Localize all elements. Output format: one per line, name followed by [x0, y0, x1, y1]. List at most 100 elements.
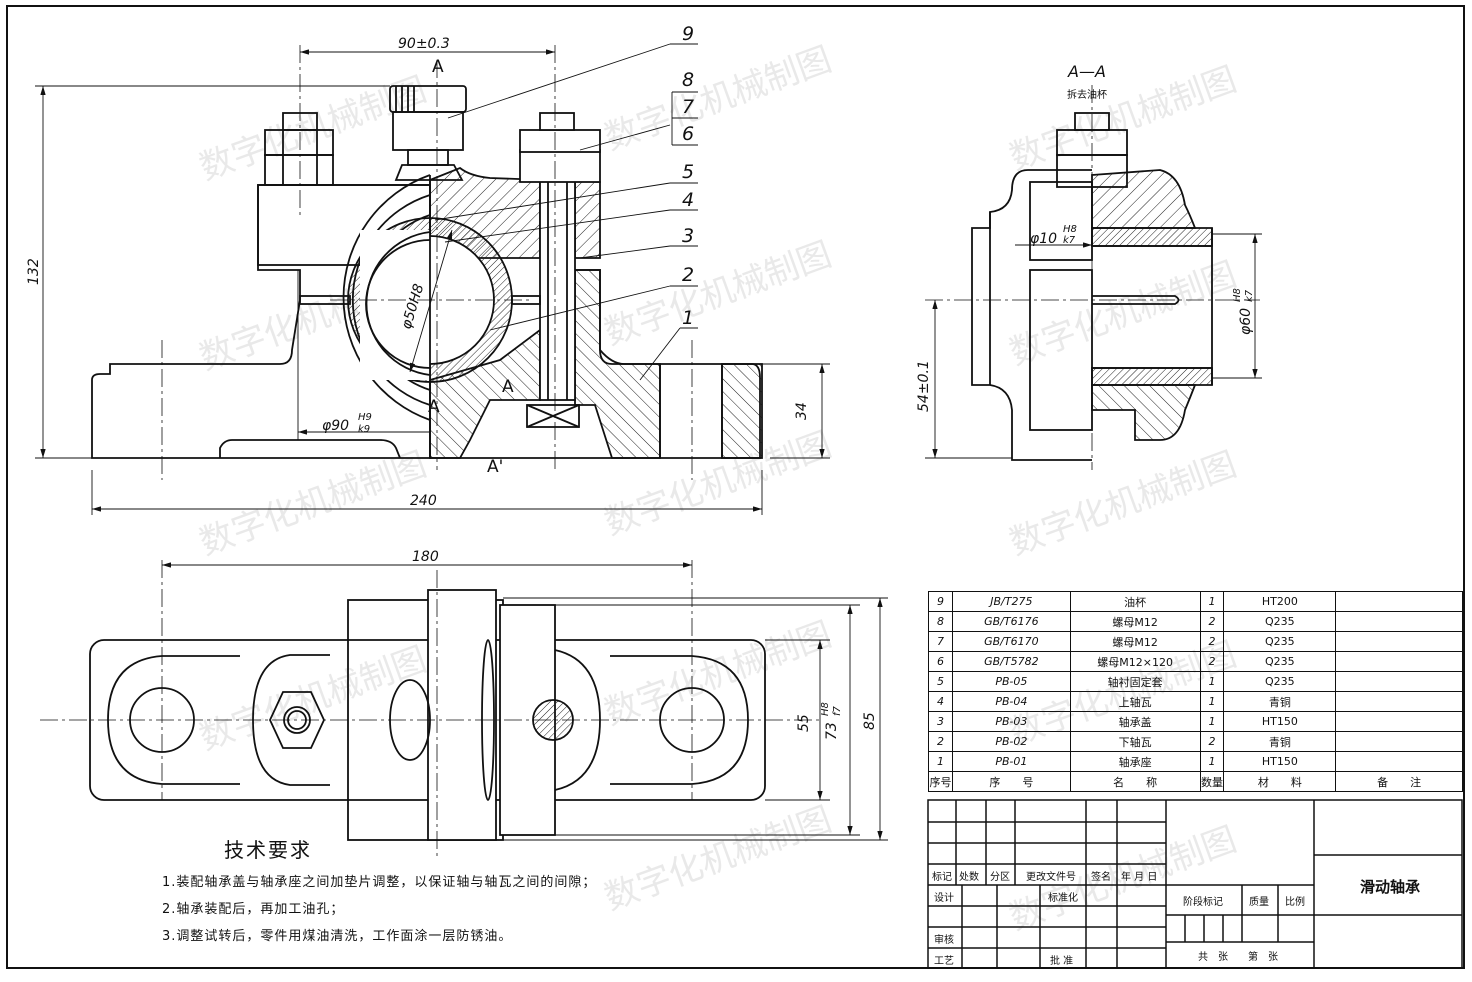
top-dimensions: [162, 562, 888, 841]
balloon-5: 5: [682, 161, 694, 183]
part-qty: 2: [1199, 631, 1225, 652]
part-remark: [1335, 651, 1463, 672]
front-dimensions: [35, 49, 830, 515]
dim-85: 85: [862, 712, 878, 730]
part-remark: [1335, 711, 1463, 732]
part-qty: 1: [1199, 751, 1225, 772]
nut-right-upper: [519, 129, 601, 153]
part-remark: [1335, 631, 1463, 652]
tb-mass: 质量: [1249, 897, 1269, 908]
tb-design: 设计: [934, 893, 954, 904]
tb-signature: 签名: [1091, 872, 1111, 883]
part-code: PB-05: [951, 671, 1071, 692]
balloon-2: 2: [682, 264, 694, 286]
part-remark: [1335, 691, 1463, 712]
part-qty: 1: [1199, 691, 1225, 712]
top-dim-text: 180 55 73 H8 f7 85: [412, 549, 878, 740]
balloon-3: 3: [682, 225, 694, 247]
bolt-head: [526, 404, 580, 428]
aa-section-hatch-top: [1091, 169, 1197, 229]
header-remark: 备 注: [1335, 771, 1463, 792]
watermark: 数字化机械制图: [1004, 254, 1241, 373]
title-block: 标记 处数 分区 更改文件号 签名 年 月 日 设计 标准化 审核 工艺 批 准…: [928, 800, 1462, 968]
dim-bolt-spacing: 90±0.3: [398, 36, 450, 52]
part-name: 上轴瓦: [1069, 691, 1201, 712]
part-no: 6: [928, 651, 953, 672]
part-qty: 2: [1199, 731, 1225, 752]
tb-mark: 标记: [932, 872, 952, 883]
dim-height-132: 132: [26, 258, 42, 285]
section-title: A—A: [1067, 62, 1106, 81]
dim-fit-90: φ90: [322, 418, 349, 434]
fit-num: H9: [358, 412, 372, 423]
aa-bushing-bottom: [1091, 367, 1213, 386]
drawing-title: 滑动轴承: [1360, 878, 1421, 896]
part-material: Q235: [1223, 671, 1337, 692]
dim-height-34: 34: [794, 402, 810, 420]
balloon-4: 4: [682, 189, 694, 211]
part-name: 轴衬固定套: [1069, 671, 1201, 692]
section-view-aa: [971, 112, 1213, 461]
fit-den: k9: [358, 424, 370, 435]
tech-item: 1.装配轴承盖与轴承座之间加垫片调整，以保证轴与轴瓦之间的间隙；: [162, 875, 597, 890]
part-material: HT150: [1223, 751, 1337, 772]
part-code: PB-02: [951, 731, 1071, 752]
part-code: GB/T5782: [951, 651, 1071, 672]
aa-text: A—A 拆去油杯 54±0.1 φ10 H8 k7 φ60 H8 k7: [916, 62, 1255, 412]
nut-right-lower: [519, 149, 601, 183]
part-no: 8: [928, 611, 953, 632]
header-qty: 数量: [1199, 771, 1225, 792]
tb-approve: 批 准: [1050, 956, 1074, 967]
part-code: GB/T6170: [951, 631, 1071, 652]
part-name: 螺母M12: [1069, 631, 1201, 652]
part-no: 3: [928, 711, 953, 732]
dim-bushing: φ60: [1238, 308, 1254, 335]
part-name: 轴承座: [1069, 751, 1201, 772]
watermark: 数字化机械制图: [1004, 59, 1241, 178]
part-name: 下轴瓦: [1069, 731, 1201, 752]
dim-pin: φ10: [1030, 231, 1057, 247]
part-material: Q235: [1223, 611, 1337, 632]
balloon-9: 9: [682, 23, 694, 45]
pin-fit-num: H8: [1063, 224, 1077, 235]
header-no: 序号: [928, 771, 953, 792]
dim-center-height: 54±0.1: [916, 360, 932, 412]
part-remark: [1335, 591, 1463, 612]
title-block-grid: [927, 799, 1463, 969]
watermark: 数字化机械制图: [599, 799, 836, 918]
drawing-border: [6, 5, 1465, 969]
tb-zone: 分区: [990, 872, 1010, 883]
bolt-right: [539, 179, 576, 401]
oil-cup-body: [392, 111, 464, 151]
tb-date: 年 月 日: [1121, 872, 1158, 883]
tb-sheets: 共 张 第 张: [1198, 952, 1278, 963]
watermark: 数字化机械制图: [599, 234, 836, 353]
section-note: 拆去油杯: [1067, 88, 1107, 101]
tb-stage-mark: 阶段标记: [1183, 897, 1223, 908]
watermark: 数字化机械制图: [194, 444, 431, 563]
part-code: JB/T275: [951, 591, 1071, 612]
balloon-6: 6: [682, 123, 694, 145]
part-name: 轴承盖: [1069, 711, 1201, 732]
section-arrow-label: A: [502, 377, 514, 397]
part-no: 1: [928, 751, 953, 772]
part-qty: 1: [1199, 671, 1225, 692]
part-qty: 2: [1199, 651, 1225, 672]
part-code: PB-04: [951, 691, 1071, 712]
part-code: GB/T6176: [951, 611, 1071, 632]
watermark: 数字化机械制图: [1004, 444, 1241, 563]
bolt-end-right: [539, 112, 575, 131]
header-name: 名 称: [1069, 771, 1201, 792]
front-view: [91, 85, 763, 459]
tech-title: 技术要求: [224, 838, 312, 862]
aa-section-hatch-bottom: [1091, 384, 1197, 441]
header-code: 序 号: [951, 771, 1071, 792]
tb-standardize: 标准化: [1048, 893, 1078, 904]
part-material: 青铜: [1223, 731, 1337, 752]
part-qty: 2: [1199, 611, 1225, 632]
